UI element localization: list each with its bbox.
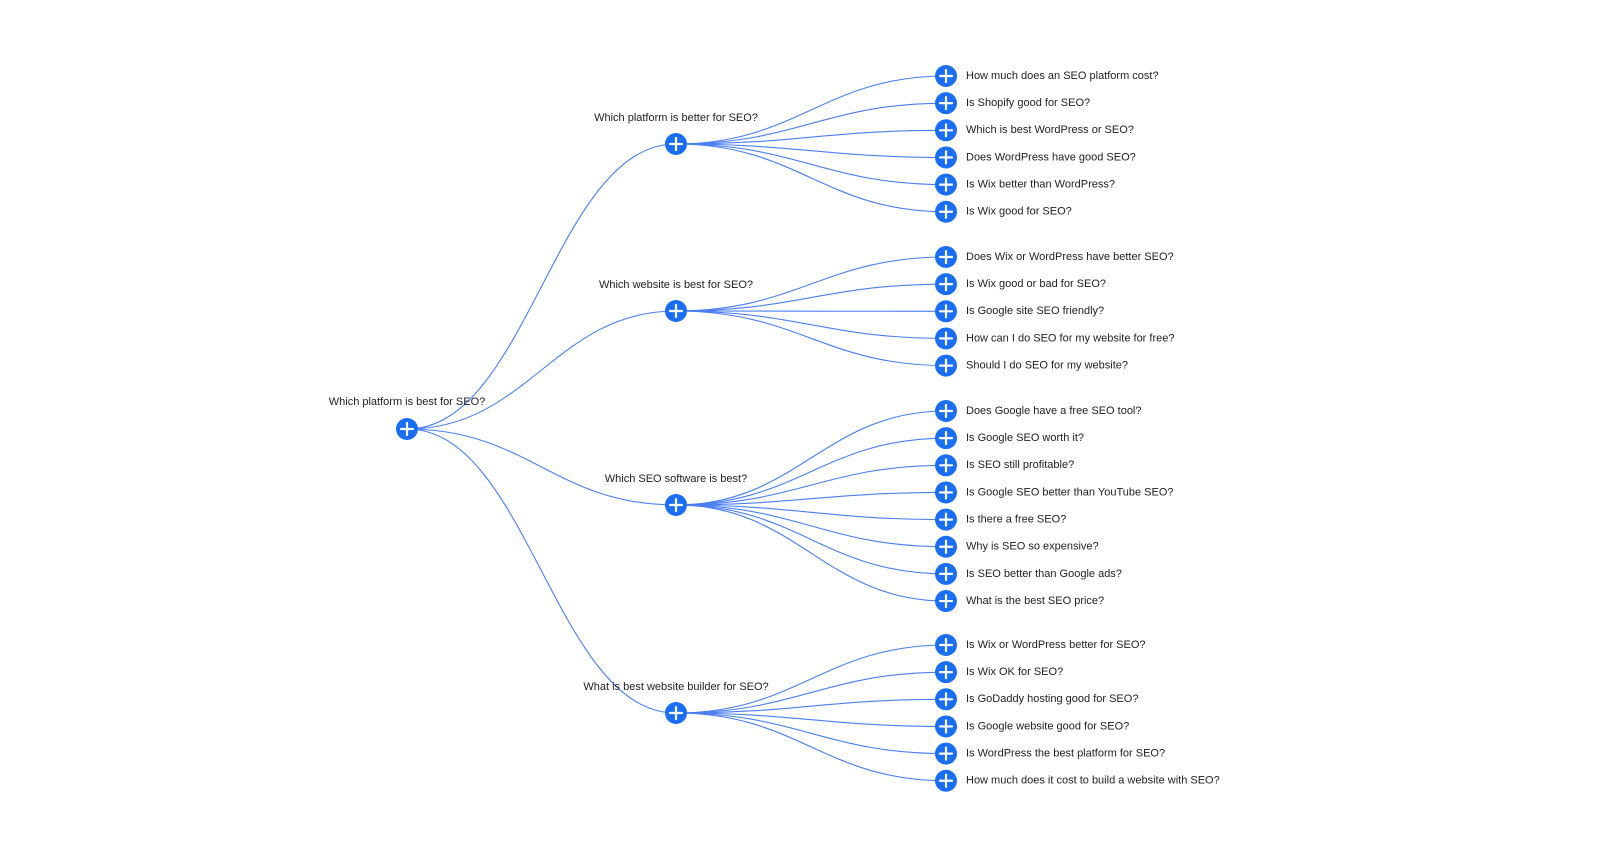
leaf-node[interactable] [935, 661, 957, 684]
leaf-node[interactable] [935, 173, 957, 196]
leaf-node[interactable] [935, 769, 957, 792]
leaf-node-label: Is Google website good for SEO? [966, 720, 1129, 732]
leaf-node[interactable] [935, 535, 957, 558]
leaf-node[interactable] [935, 92, 957, 115]
edge-branch-to-leaf [675, 504, 947, 575]
edge-branch-to-leaf [675, 504, 947, 521]
edge-branch-to-leaf [675, 712, 947, 755]
edge-branch-to-leaf [675, 464, 947, 506]
edge-branch-to-leaf [675, 671, 947, 714]
leaf-node[interactable] [935, 508, 957, 531]
leaf-node-label: Should I do SEO for my website? [966, 360, 1128, 372]
branch-node[interactable] [665, 494, 687, 516]
branch-node[interactable] [665, 300, 687, 322]
leaf-node[interactable] [935, 327, 957, 350]
edge-branch-to-leaf [675, 437, 947, 506]
edge-branch-to-leaf [675, 143, 947, 158]
leaf-node[interactable] [935, 634, 957, 656]
edge-branch-to-leaf [675, 256, 947, 312]
tree-edges [406, 75, 947, 782]
edge-branch-to-leaf [675, 504, 947, 548]
leaf-node-label: Is Google site SEO friendly? [966, 305, 1104, 317]
leaf-node-label: Does Wix or WordPress have better SEO? [966, 251, 1174, 263]
leaf-node[interactable] [935, 400, 957, 422]
edge-root-to-branch [406, 428, 677, 506]
leaf-node-label: Is GoDaddy hosting good for SEO? [966, 693, 1138, 705]
leaf-node[interactable] [935, 742, 957, 765]
leaf-node[interactable] [935, 200, 957, 223]
leaf-node[interactable] [935, 146, 957, 169]
edge-branch-to-leaf [675, 491, 947, 506]
leaf-node-label: Does WordPress have good SEO? [966, 151, 1136, 163]
leaf-node-label: How much does an SEO platform cost? [966, 70, 1159, 82]
leaf-node[interactable] [935, 273, 957, 296]
edge-branch-to-leaf [675, 129, 947, 145]
leaf-node[interactable] [935, 119, 957, 142]
leaf-node[interactable] [935, 688, 957, 711]
branch-node-label: Which website is best for SEO? [599, 279, 753, 291]
leaf-node-label: How much does it cost to build a website… [966, 775, 1220, 787]
branch-node[interactable] [665, 133, 687, 155]
edge-branch-to-leaf [675, 644, 947, 714]
leaf-node-label: How can I do SEO for my website for free… [966, 332, 1174, 344]
branch-node-label: Which SEO software is best? [605, 473, 747, 485]
branch-node[interactable] [665, 702, 687, 724]
leaf-node-label: Is Google SEO better than YouTube SEO? [966, 486, 1174, 498]
edge-branch-to-leaf [675, 143, 947, 186]
leaf-node[interactable] [935, 590, 957, 613]
leaf-node-label: Is Wix good for SEO? [966, 206, 1072, 218]
leaf-node[interactable] [935, 65, 957, 87]
leaf-node[interactable] [935, 427, 957, 450]
leaf-node-label: Is SEO still profitable? [966, 459, 1074, 471]
leaf-node[interactable] [935, 300, 957, 323]
edge-branch-to-leaf [675, 310, 947, 367]
root-node[interactable] [396, 418, 418, 440]
leaf-node[interactable] [935, 562, 957, 585]
leaf-node-label: Which is best WordPress or SEO? [966, 124, 1134, 136]
leaf-node-label: Is Google SEO worth it? [966, 432, 1084, 444]
leaf-node[interactable] [935, 246, 957, 268]
edge-branch-to-leaf [675, 75, 947, 145]
leaf-node-label: Is Shopify good for SEO? [966, 97, 1090, 109]
branch-node-label: What is best website builder for SEO? [583, 681, 768, 693]
edge-root-to-branch [406, 310, 677, 430]
leaf-node-label: Is Wix or WordPress better for SEO? [966, 639, 1146, 651]
leaf-node-label: Is SEO better than Google ads? [966, 568, 1122, 580]
leaf-node[interactable] [935, 481, 957, 504]
edge-branch-to-leaf [675, 283, 947, 312]
edge-branch-to-leaf [675, 712, 947, 782]
leaf-node-label: Is Wix OK for SEO? [966, 666, 1063, 678]
leaf-node-label: Does Google have a free SEO tool? [966, 405, 1142, 417]
edge-root-to-branch [406, 428, 677, 714]
edge-branch-to-leaf [675, 698, 947, 714]
leaf-node[interactable] [935, 354, 957, 377]
tree-nodes: Which platform is best for SEO? Which pla… [329, 65, 1220, 792]
edge-branch-to-leaf [675, 310, 947, 339]
leaf-node[interactable] [935, 715, 957, 738]
root-node-label: Which platform is best for SEO? [329, 396, 486, 408]
edge-branch-to-leaf [675, 712, 947, 727]
leaf-node-label: Is there a free SEO? [966, 514, 1066, 526]
leaf-node-label: Is WordPress the best platform for SEO? [966, 748, 1165, 760]
branch-node-label: Which platform is better for SEO? [594, 112, 758, 124]
edge-branch-to-leaf [675, 102, 947, 145]
leaf-node-label: Is Wix good or bad for SEO? [966, 278, 1106, 290]
edge-branch-to-leaf [675, 143, 947, 213]
edge-branch-to-leaf [675, 410, 947, 506]
edge-branch-to-leaf [675, 504, 947, 602]
edge-root-to-branch [406, 143, 677, 430]
leaf-node-label: Why is SEO so expensive? [966, 541, 1099, 553]
leaf-node-label: Is Wix better than WordPress? [966, 179, 1115, 191]
leaf-node[interactable] [935, 454, 957, 477]
leaf-node-label: What is the best SEO price? [966, 595, 1104, 607]
